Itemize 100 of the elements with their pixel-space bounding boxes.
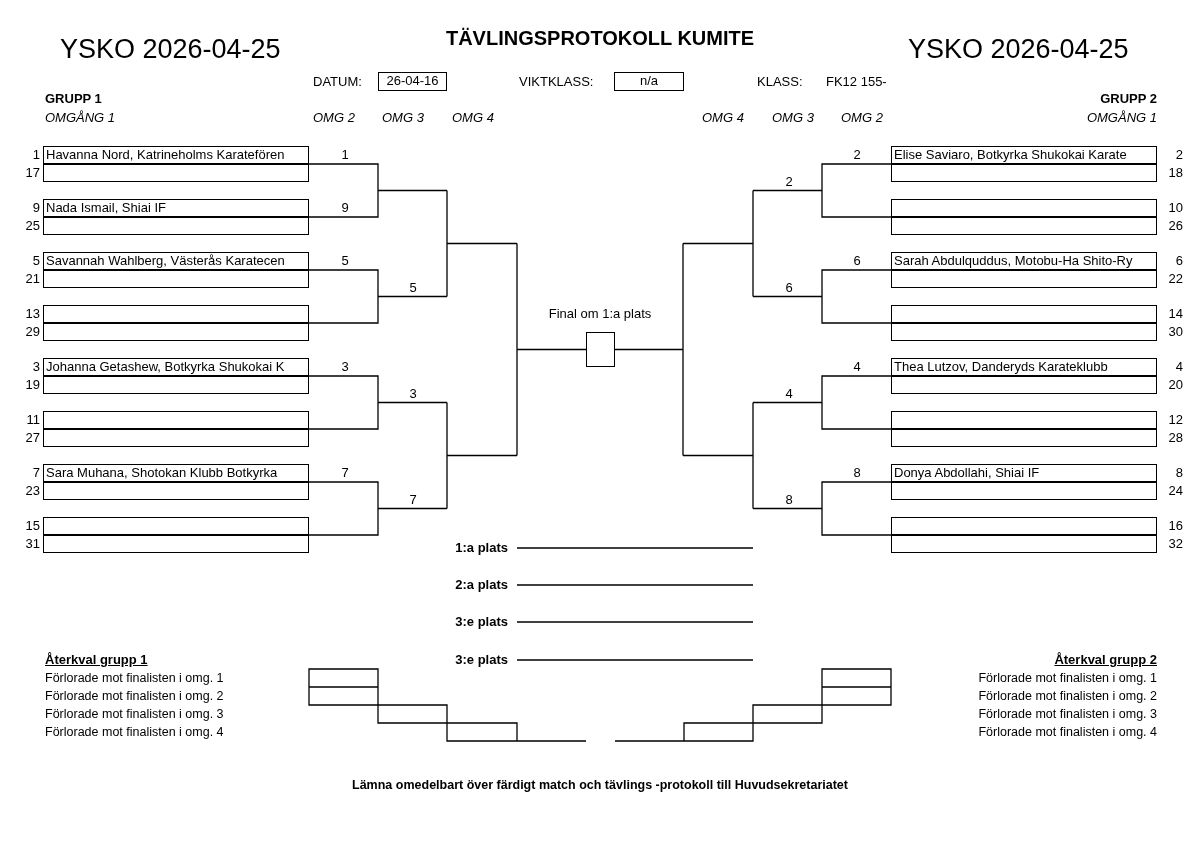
winner-number: 4 [784, 385, 794, 402]
seed-number: 10 [1167, 200, 1183, 216]
winner-number: 3 [408, 385, 418, 402]
competitor-name: Thea Lutzov, Danderyds Karateklubb [894, 359, 1108, 375]
footer-note: Lämna omedelbart över färdigt match och tävlings -protokoll till Huvudsekretariatet [351, 777, 849, 793]
empty-slot [43, 376, 309, 394]
field-label: DATUM: [313, 74, 362, 90]
seed-number: 18 [1167, 165, 1183, 181]
empty-slot [43, 429, 309, 447]
seed-number: 3 [32, 359, 40, 375]
seed-number: 22 [1167, 271, 1183, 287]
competitor-slot [43, 358, 309, 376]
empty-slot [43, 411, 309, 429]
competitor-slot [43, 252, 309, 270]
seed-number: 32 [1167, 536, 1183, 552]
seed-number: 9 [32, 200, 40, 216]
winner-number: 6 [852, 253, 862, 269]
form-title: TÄVLINGSPROTOKOLL KUMITE [444, 26, 756, 50]
empty-slot [891, 429, 1157, 447]
seed-number: 1 [32, 147, 40, 163]
seed-number: 28 [1167, 430, 1183, 446]
event-heading: YSKO 2026-04-25 [908, 33, 1129, 65]
empty-slot [43, 517, 309, 535]
empty-slot [891, 411, 1157, 429]
winner-number: 5 [408, 279, 418, 296]
empty-slot [43, 305, 309, 323]
round-heading: OMG 3 [382, 110, 424, 126]
repechage-row-label: Förlorade mot finalisten i omg. 1 [978, 670, 1157, 686]
competitor-slot [43, 464, 309, 482]
group-heading: GRUPP 1 [45, 91, 102, 107]
field-label: VIKTKLASS: [519, 74, 594, 90]
competitor-slot [891, 464, 1157, 482]
seed-number: 21 [25, 271, 40, 287]
winner-number: 3 [340, 359, 350, 375]
group-heading: GRUPP 2 [1100, 91, 1157, 107]
repechage-row-label: Förlorade mot finalisten i omg. 2 [45, 688, 224, 704]
winner-number: 1 [340, 147, 350, 163]
winner-number: 4 [852, 359, 862, 375]
placement-label: 3:e plats [455, 614, 508, 630]
competitor-slot [43, 199, 309, 217]
round-heading: OMGÅNG 1 [45, 110, 116, 126]
round-heading: OMGÅNG 1 [1086, 110, 1157, 126]
empty-slot [891, 323, 1157, 341]
empty-slot [891, 517, 1157, 535]
empty-slot [891, 199, 1157, 217]
winner-number: 7 [340, 465, 350, 481]
empty-slot [891, 270, 1157, 288]
empty-slot [891, 376, 1157, 394]
seed-number: 7 [32, 465, 40, 481]
placement-label: 1:a plats [455, 540, 508, 556]
repechage-row-label: Förlorade mot finalisten i omg. 2 [978, 688, 1157, 704]
seed-number: 16 [1167, 518, 1183, 534]
repechage-row-label: Förlorade mot finalisten i omg. 1 [45, 670, 224, 686]
seed-number: 4 [1174, 359, 1183, 375]
winner-number: 2 [784, 173, 794, 190]
seed-number: 23 [25, 483, 40, 499]
seed-number: 11 [26, 412, 40, 428]
empty-slot [43, 535, 309, 553]
competitor-name: Nada Ismail, Shiai IF [46, 200, 166, 216]
seed-number: 19 [25, 377, 40, 393]
round-heading: OMG 2 [313, 110, 355, 126]
event-heading: YSKO 2026-04-25 [60, 33, 281, 65]
competitor-slot [891, 146, 1157, 164]
empty-slot [43, 270, 309, 288]
empty-slot [891, 535, 1157, 553]
seed-number: 31 [25, 536, 40, 552]
class-value: FK12 155- [826, 74, 887, 90]
empty-slot [43, 482, 309, 500]
field-value: n/a [638, 73, 660, 89]
repechage-row-label: Förlorade mot finalisten i omg. 3 [978, 706, 1157, 722]
round-heading: OMG 4 [452, 110, 494, 126]
seed-number: 6 [1174, 253, 1183, 269]
competitor-name: Donya Abdollahi, Shiai IF [894, 465, 1040, 481]
seed-number: 29 [25, 324, 40, 340]
seed-number: 13 [25, 306, 40, 322]
seed-number: 26 [1167, 218, 1183, 234]
seed-number: 25 [25, 218, 40, 234]
field-value: 26-04-16 [385, 73, 440, 89]
section-heading: Återkval grupp 1 [45, 652, 148, 668]
value-field [614, 72, 684, 91]
seed-number: 24 [1167, 483, 1183, 499]
empty-slot [891, 217, 1157, 235]
round-heading: OMG 4 [702, 110, 744, 126]
winner-number: 5 [340, 253, 350, 269]
seed-number: 12 [1167, 412, 1183, 428]
seed-number: 14 [1167, 306, 1183, 322]
seed-number: 15 [25, 518, 40, 534]
empty-slot [43, 217, 309, 235]
seed-number: 8 [1174, 465, 1183, 481]
competitor-name: Savannah Wahlberg, Västerås Karatecen [46, 253, 285, 269]
winner-number: 6 [784, 279, 794, 296]
round-heading: OMG 3 [772, 110, 814, 126]
seed-number: 20 [1167, 377, 1183, 393]
seed-number: 27 [25, 430, 40, 446]
seed-number: 17 [25, 165, 40, 181]
seed-number: 30 [1167, 324, 1183, 340]
placement-label: 3:e plats [455, 652, 508, 668]
seed-number: 2 [1174, 147, 1183, 163]
winner-number: 9 [340, 200, 350, 216]
competitor-name: Sarah Abdulquddus, Motobu-Ha Shito-Ry [894, 253, 1133, 269]
